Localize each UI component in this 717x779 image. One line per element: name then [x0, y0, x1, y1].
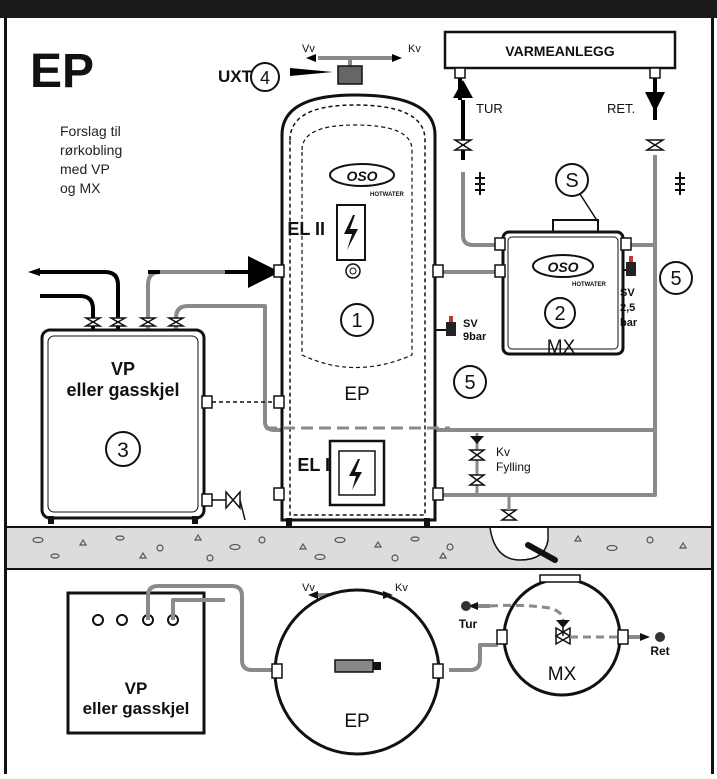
uxt-number-circle	[250, 62, 280, 92]
vp-top-valves	[83, 317, 186, 327]
plan-kv-label: Kv	[395, 582, 408, 594]
vp-line-2: eller gasskjel	[66, 380, 179, 400]
plan-vv-label: Vv	[302, 582, 315, 594]
uxt-number: 4	[260, 68, 270, 88]
ep-number-circle	[340, 303, 374, 337]
mx-sv-label: SV	[620, 287, 635, 299]
el2-label: EL II	[287, 219, 325, 239]
ep-tank: OSO HOTWATER EL II 1 EP EL I SV 9bar 5	[265, 93, 487, 526]
mx-unit: OSO HOTWATER 2 MX S SV 2,5 bar 5	[494, 163, 693, 358]
header-bar	[0, 0, 717, 18]
ret-label: RET.	[607, 101, 635, 116]
ep-name: EP	[344, 384, 369, 405]
caption-line-1: Forslag til	[60, 123, 121, 139]
uxt-label: UXT	[218, 67, 253, 86]
ret-arrow	[645, 92, 665, 112]
ep-sv-number-circle	[453, 365, 487, 399]
mx-safety-valve-icon	[626, 262, 636, 276]
el2-lightning-icon	[344, 215, 358, 250]
floor-slab	[7, 526, 711, 570]
mx-number: 2	[554, 303, 565, 325]
mx-sv-value-2: bar	[620, 317, 638, 329]
vp-line-1: VP	[111, 359, 135, 379]
ep-sv-label: SV	[463, 318, 478, 330]
mx-sv-value-1: 2,5	[620, 302, 635, 314]
uxt-kv-label: Kv	[408, 43, 421, 55]
heating-system-box	[443, 30, 677, 70]
fill-label: Fylling	[496, 460, 531, 474]
left-border	[4, 18, 7, 774]
drain-taps	[475, 172, 685, 195]
vp-inlet-arrow	[28, 268, 40, 276]
uxt-valve	[290, 54, 402, 85]
ep-safety-valve-icon	[446, 322, 456, 336]
vp-unit: VP eller gasskjel 3	[40, 328, 274, 524]
page-title: EP	[30, 45, 94, 98]
plan-ep-label: EP	[344, 711, 369, 732]
sensor-label: S	[565, 170, 578, 192]
fill-valves	[467, 433, 519, 521]
mx-sv-number: 5	[670, 268, 681, 290]
vp-number-circle	[105, 431, 141, 467]
caption-line-3: med VP	[60, 161, 110, 177]
tur-label: TUR	[476, 101, 503, 116]
thermostat-dial-icon	[345, 263, 361, 279]
plan-vp-box	[66, 591, 206, 735]
fill-kv-label: Kv	[496, 445, 510, 459]
heating-system-label: VARMEANLEGG	[505, 43, 615, 59]
vp-number: 3	[117, 439, 129, 462]
plan-uxt-valve	[334, 659, 374, 673]
plan-view: VP eller gasskjel Vv Kv EP	[66, 574, 670, 756]
plan-mx-label: MX	[548, 664, 577, 685]
el1-lightning-icon	[349, 459, 362, 490]
uxt-vv-label: Vv	[302, 43, 315, 55]
heating-valves	[452, 139, 666, 151]
ep-sv-value: 9bar	[463, 331, 487, 343]
plan-tur-label: Tur	[459, 617, 478, 631]
caption-line-4: og MX	[60, 180, 101, 196]
right-border	[711, 18, 714, 774]
ep-sv-number: 5	[464, 372, 475, 394]
el1-label: EL I	[297, 455, 330, 475]
caption-line-2: rørkobling	[60, 142, 122, 158]
sensor-circle	[555, 163, 589, 197]
ep-number: 1	[351, 310, 362, 332]
ep-brand-sub: HOTWATER	[370, 192, 405, 198]
plan-vp-line-2: eller gasskjel	[83, 699, 190, 718]
plan-vp-line-1: VP	[125, 679, 148, 698]
ep-brand-logo: OSO	[346, 168, 377, 184]
mx-sv-number-circle	[659, 261, 693, 295]
mx-name: MX	[547, 337, 576, 358]
mx-brand-sub: HOTWATER	[572, 282, 607, 288]
tur-arrow	[453, 80, 473, 98]
mx-brand-logo: OSO	[547, 259, 578, 275]
plan-ret-label: Ret	[650, 644, 669, 658]
mx-number-circle	[544, 297, 576, 329]
